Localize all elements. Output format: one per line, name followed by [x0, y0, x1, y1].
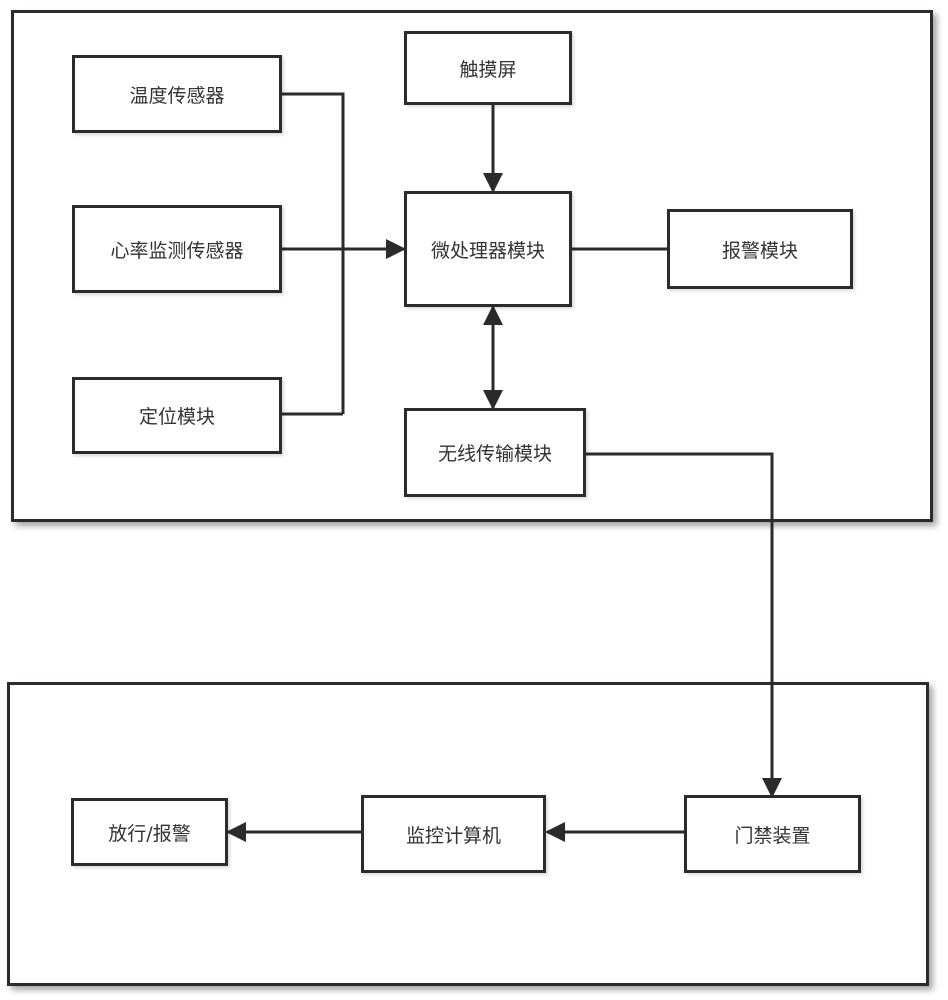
node-label: 监控计算机	[405, 824, 501, 847]
node-label: 温度传感器	[129, 84, 225, 107]
node-access-control-device: 门禁装置	[684, 795, 861, 873]
node-wireless-transmission-module: 无线传输模块	[404, 408, 586, 497]
node-release-or-alarm: 放行/报警	[71, 798, 228, 866]
node-label: 门禁装置	[734, 824, 811, 847]
node-label: 定位模块	[138, 406, 215, 428]
node-label: 微处理器模块	[430, 239, 545, 262]
node-label: 心率监测传感器	[110, 239, 244, 262]
node-touch-screen: 触摸屏	[404, 31, 572, 105]
node-label: 触摸屏	[459, 58, 517, 81]
node-label: 放行/报警	[108, 822, 191, 845]
node-heart-rate-sensor: 心率监测传感器	[72, 205, 282, 293]
node-positioning-module: 定位模块	[72, 377, 282, 454]
node-label: 无线传输模块	[437, 443, 552, 465]
node-label: 报警模块	[721, 239, 798, 262]
node-monitoring-computer: 监控计算机	[361, 795, 546, 873]
node-microprocessor-module: 微处理器模块	[404, 191, 572, 307]
node-temperature-sensor: 温度传感器	[72, 55, 282, 133]
node-alarm-module: 报警模块	[667, 209, 853, 289]
